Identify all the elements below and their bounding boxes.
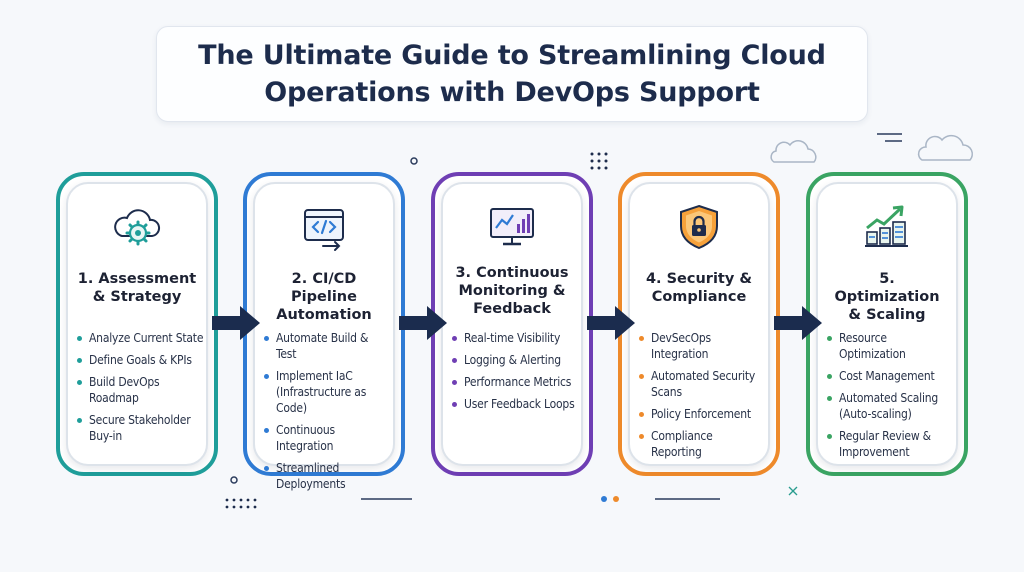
title-line-1: The Ultimate Guide to Streamlining Cloud xyxy=(198,40,826,71)
step-title-line: & Scaling xyxy=(848,307,926,323)
title-banner: The Ultimate Guide to Streamlining Cloud… xyxy=(156,26,868,122)
step-title-line: 2. CI/CD Pipeline xyxy=(291,271,357,305)
step-card-optimization: 5. Optimization & Scaling Resource Optim… xyxy=(806,172,968,476)
step-card-assessment: 1. Assessment & Strategy Analyze Current… xyxy=(56,172,218,476)
list-item: Automated Security Scans xyxy=(638,368,766,400)
list-item: Define Goals & KPIs xyxy=(76,352,204,368)
list-item: Secure Stakeholder Buy-in xyxy=(76,412,204,444)
step-title-line: Automation xyxy=(276,307,372,323)
step-card-cicd: 2. CI/CD Pipeline Automation Automate Bu… xyxy=(243,172,405,491)
flow-arrow-icon xyxy=(774,306,822,340)
card-inner: 4. Security & Compliance DevSecOps Integ… xyxy=(628,182,770,466)
step-title-line: Compliance xyxy=(651,289,747,305)
monitor-chart-icon xyxy=(490,208,534,246)
list-item: Streamlined Deployments xyxy=(263,460,391,492)
step-title-line: Monitoring & xyxy=(458,283,566,299)
card-inner: 3. Continuous Monitoring & Feedback Real… xyxy=(441,182,583,466)
list-item: Implement IaC (Infrastructure as Code) xyxy=(263,368,391,416)
list-item: DevSecOps Integration xyxy=(638,330,766,362)
step-card-monitoring: 3. Continuous Monitoring & Feedback Real… xyxy=(431,172,593,476)
list-item: Cost Management xyxy=(826,368,954,384)
step-title: 2. CI/CD Pipeline Automation xyxy=(263,270,385,324)
list-item: Automate Build & Test xyxy=(263,330,391,362)
step-items: DevSecOps Integration Automated Security… xyxy=(638,330,766,466)
step-items: Analyze Current State Define Goals & KPI… xyxy=(76,330,204,450)
step-title-line: & Strategy xyxy=(92,289,182,305)
list-item: Analyze Current State xyxy=(76,330,204,346)
step-card-security: 4. Security & Compliance DevSecOps Integ… xyxy=(618,172,780,476)
step-title-line: Feedback xyxy=(473,301,551,317)
step-title-line: 3. Continuous xyxy=(455,265,569,281)
list-item: Real-time Visibility xyxy=(451,330,579,346)
step-title: 5. Optimization & Scaling xyxy=(826,270,948,324)
code-window-icon xyxy=(304,209,344,251)
list-item: Regular Review & Improvement xyxy=(826,428,954,460)
step-items: Real-time Visibility Logging & Alerting … xyxy=(451,330,579,418)
step-items: Resource Optimization Cost Management Au… xyxy=(826,330,954,466)
flow-arrow-icon xyxy=(587,306,635,340)
flow-arrow-icon xyxy=(399,306,447,340)
step-title: 1. Assessment & Strategy xyxy=(76,270,198,306)
list-item: Build DevOps Roadmap xyxy=(76,374,204,406)
list-item: Logging & Alerting xyxy=(451,352,579,368)
step-title: 4. Security & Compliance xyxy=(638,270,760,306)
list-item: Continuous Integration xyxy=(263,422,391,454)
title-line-2: Operations with DevOps Support xyxy=(264,77,760,108)
list-item: Policy Enforcement xyxy=(638,406,766,422)
list-item: Compliance Reporting xyxy=(638,428,766,460)
list-item: User Feedback Loops xyxy=(451,396,579,412)
page-title: The Ultimate Guide to Streamlining Cloud… xyxy=(198,37,826,111)
card-inner: 2. CI/CD Pipeline Automation Automate Bu… xyxy=(253,182,395,491)
step-title: 3. Continuous Monitoring & Feedback xyxy=(451,264,573,318)
growth-chart-servers-icon xyxy=(865,205,908,247)
cloud-gear-icon xyxy=(114,209,161,246)
shield-lock-icon xyxy=(680,204,718,250)
step-title-line: 5. Optimization xyxy=(834,271,940,305)
card-inner: 1. Assessment & Strategy Analyze Current… xyxy=(66,182,208,466)
list-item: Automated Scaling (Auto-scaling) xyxy=(826,390,954,422)
list-item: Resource Optimization xyxy=(826,330,954,362)
step-title-line: 4. Security & xyxy=(645,271,753,287)
card-inner: 5. Optimization & Scaling Resource Optim… xyxy=(816,182,958,466)
list-item: Performance Metrics xyxy=(451,374,579,390)
flow-arrow-icon xyxy=(212,306,260,340)
step-title-line: 1. Assessment xyxy=(77,271,197,287)
step-items: Automate Build & Test Implement IaC (Inf… xyxy=(263,330,391,498)
